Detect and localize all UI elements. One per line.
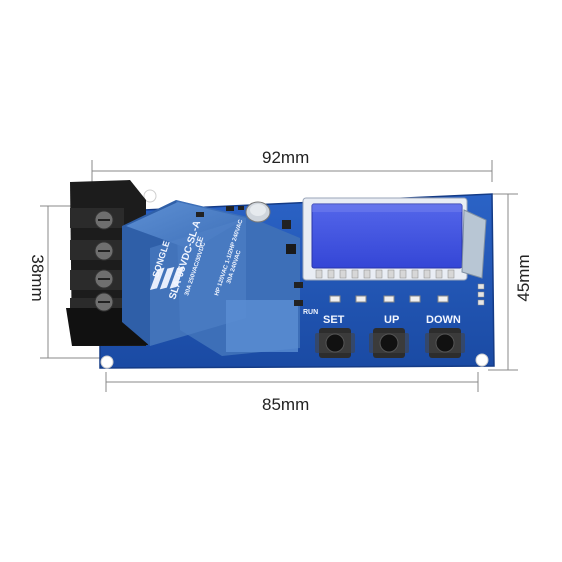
terminal-screws xyxy=(94,210,114,312)
set-label: SET xyxy=(323,314,345,326)
lcd-module xyxy=(302,197,468,281)
lcd-ribbon xyxy=(461,209,487,279)
lcd-pins xyxy=(315,269,455,279)
dimension-bottom-label: 85mm xyxy=(262,395,310,414)
smd-components xyxy=(196,206,303,306)
down-button[interactable] xyxy=(425,328,465,358)
relay-logo xyxy=(150,266,185,290)
relay-cert: CE xyxy=(193,235,205,249)
capacitor xyxy=(245,201,271,223)
dimension-left-label: 38mm xyxy=(28,254,47,302)
up-label: UP xyxy=(384,314,399,326)
set-button[interactable] xyxy=(315,328,355,358)
dimension-right xyxy=(488,193,518,371)
run-label: RUN xyxy=(303,309,318,316)
dimension-right-label: 45mm xyxy=(514,254,533,302)
side-header-pins xyxy=(477,283,485,306)
relay: SONGLE SLA-05VDC-SL-A 30A 250VAC/30VDC C… xyxy=(122,200,300,356)
dimension-top-label: 92mm xyxy=(262,148,310,167)
down-label: DOWN xyxy=(426,314,461,326)
dimension-bottom xyxy=(105,372,479,392)
dimension-top xyxy=(91,160,493,182)
led-row xyxy=(329,295,449,303)
up-button[interactable] xyxy=(369,328,409,358)
